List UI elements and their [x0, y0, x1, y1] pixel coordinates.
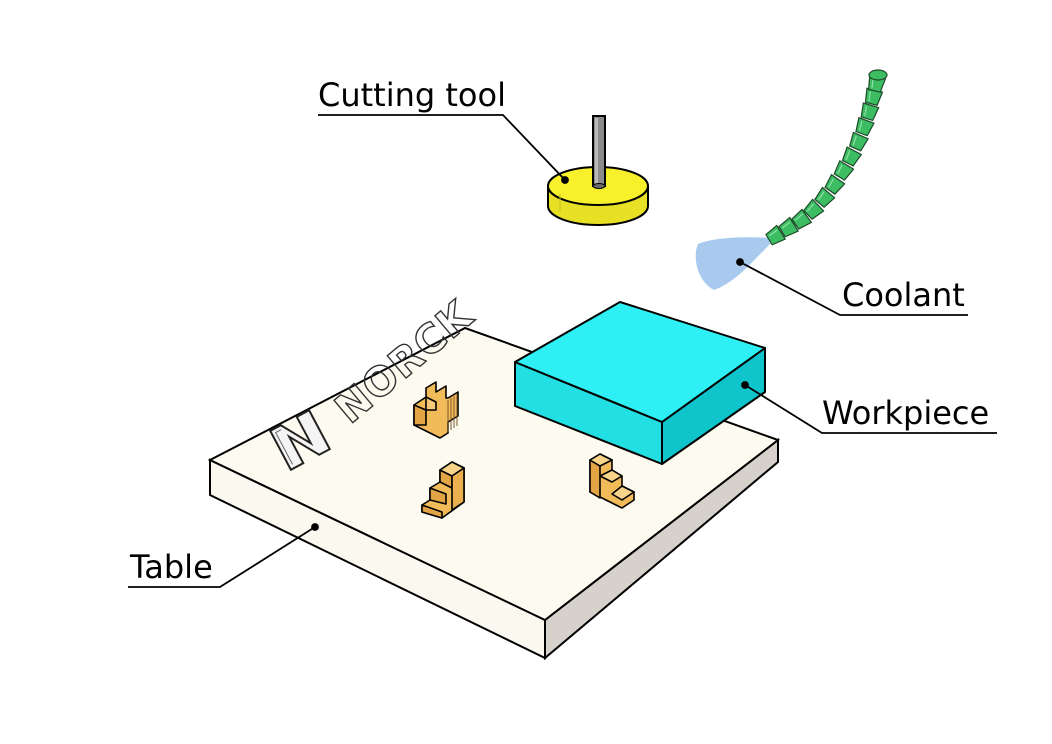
workpiece-block: [514, 301, 766, 465]
coolant-hose-highlight: [871, 78, 874, 89]
leader-coolant: [739, 261, 968, 316]
coolant-hose-segment: [765, 224, 787, 246]
coolant-hose-segment: [791, 208, 813, 230]
coolant-hose-highlight: [864, 105, 868, 117]
coolant-hose-highlight: [868, 91, 871, 102]
workpiece-top-face: [514, 301, 766, 423]
label-workpiece: Workpiece: [822, 394, 989, 432]
leader-table: [128, 526, 316, 588]
leader-cutting-tool: [318, 114, 566, 181]
clamp-back: [413, 381, 459, 439]
coolant-hose-highlight: [858, 120, 863, 131]
coolant-hose-segment: [855, 116, 875, 137]
coolant-hose-highlight: [781, 221, 791, 229]
coolant-hose-highlight: [852, 135, 857, 146]
clamp-front-left: [421, 461, 465, 519]
coolant-hose-segment: [814, 186, 836, 209]
coolant-hose-segment: [833, 159, 855, 181]
label-coolant: Coolant: [842, 276, 965, 314]
coolant-hose-highlight: [837, 164, 843, 174]
tool-shank: [592, 115, 606, 187]
coolant-nozzle: [765, 69, 888, 246]
coolant-hose-highlight: [768, 229, 778, 237]
coolant-hose-segment: [824, 173, 846, 195]
coolant-hose-segment: [803, 198, 825, 220]
label-table: Table: [129, 548, 213, 586]
norck-logo-emblem: [268, 408, 332, 472]
coolant-hose-segment: [848, 131, 869, 152]
coolant-hose-highlight: [845, 150, 851, 161]
coolant-spray: [695, 237, 770, 290]
coolant-hose-highlight: [817, 191, 825, 201]
clamp-front-right: [589, 453, 635, 509]
coolant-hose-segment: [841, 146, 863, 167]
callout-leaders: [128, 114, 997, 588]
coolant-hose-cap: [868, 69, 888, 81]
coolant-hose-segment: [860, 102, 880, 122]
label-cutting-tool: Cutting tool: [318, 76, 506, 114]
leader-workpiece: [744, 384, 997, 434]
cutting-tool: [547, 115, 649, 226]
coolant-hose-highlight: [794, 213, 804, 221]
coolant-hose-highlight: [828, 178, 835, 188]
coolant-hose-highlight: [806, 203, 815, 212]
coolant-hose-segment: [778, 216, 800, 238]
